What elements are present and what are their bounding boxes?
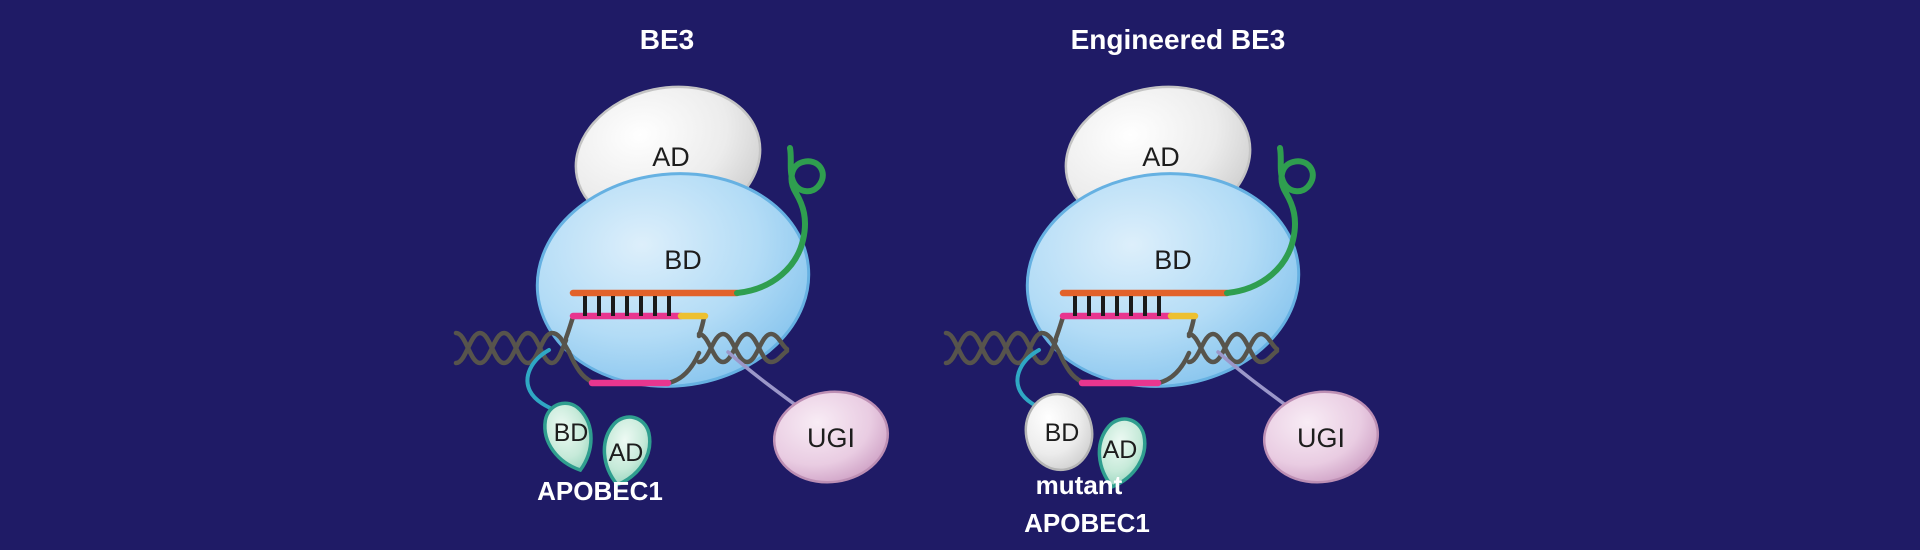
apobec-bd-label: BD	[554, 419, 589, 447]
ugi-label: UGI	[1297, 423, 1345, 453]
dna-helix	[943, 314, 1280, 386]
ugi-ellipse	[772, 390, 890, 484]
dna-helix-right-strand2	[1186, 331, 1280, 365]
dna-helix-left-strand2	[943, 330, 1059, 366]
dna-helix	[453, 314, 790, 386]
apobec-name-line2: APOBEC1	[1024, 508, 1150, 538]
dna-displaced-strand-left	[566, 349, 595, 385]
cas9-bd-body-ellipse	[535, 172, 811, 388]
panel-title: Engineered BE3	[1071, 24, 1286, 55]
dna-helix-right-strand1	[1186, 331, 1280, 365]
sgrna-scaffold-loop	[1224, 145, 1316, 296]
ugi-ellipse	[1262, 390, 1380, 484]
apobec-linker-teal	[525, 348, 561, 414]
panel-engineered-be3: Engineered BE3 AD BD BD AD mutant	[943, 24, 1380, 538]
panel-be3: BE3 AD BD BD AD APOBEC1 UGI	[453, 24, 890, 506]
cas9-ad-label: AD	[652, 142, 690, 172]
dna-displaced-strand-right	[1155, 350, 1192, 386]
apobec-ad-label: AD	[609, 439, 644, 467]
apobec-ad-leaf	[602, 415, 652, 487]
cas9-bd-label: BD	[664, 245, 702, 275]
sgrna-scaffold-loop	[734, 145, 826, 296]
ugi-label: UGI	[807, 423, 855, 453]
cas9-ad-label: AD	[1142, 142, 1180, 172]
dna-helix-right-strand2	[696, 331, 790, 365]
dna-helix-left-strand2	[453, 330, 569, 366]
apobec-bd-leaf	[543, 401, 593, 473]
apobec-ad-leaf	[1097, 417, 1147, 489]
cas9-bd-body-ellipse	[1025, 172, 1301, 388]
panel-title: BE3	[640, 24, 694, 55]
dna-displaced-strand-left	[1056, 349, 1085, 385]
apobec-ad-label: AD	[1103, 436, 1138, 464]
dna-helix-right-strand1	[696, 331, 790, 365]
base-pairing-ticks	[583, 296, 671, 316]
cas9-bd-label: BD	[1154, 245, 1192, 275]
base-pairing-ticks	[1073, 296, 1161, 316]
apobec-name: APOBEC1	[537, 476, 663, 506]
apobec-bd-label: BD	[1045, 419, 1080, 447]
apobec-name-line1: mutant	[1036, 470, 1123, 500]
dna-displaced-strand-right	[665, 350, 702, 386]
mutant-apobec-bd-blob	[1024, 392, 1094, 472]
